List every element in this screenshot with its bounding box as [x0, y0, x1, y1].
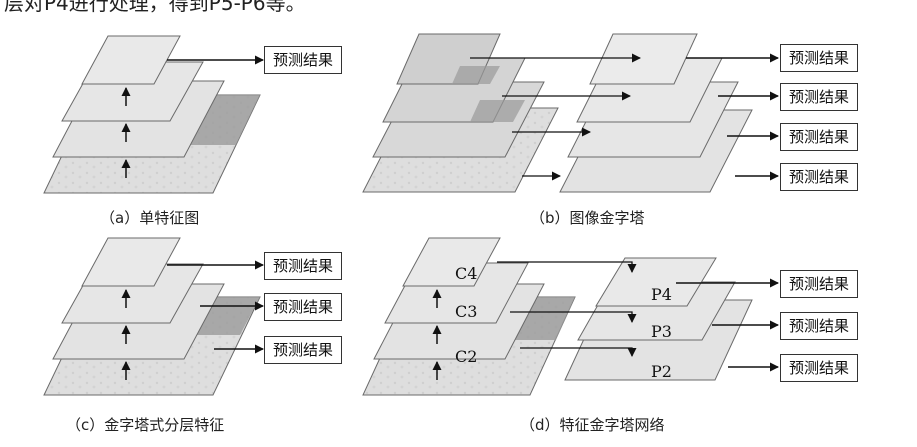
panel-b-prediction-4: 预测结果 [780, 163, 859, 191]
panel-c-plane-1 [81, 237, 181, 287]
top-cut-text: 层对P4进行处理，得到P5-P6等。 [0, 0, 917, 22]
panel-d-lateral-1 [497, 261, 637, 273]
panel-b-feature-stack [559, 33, 753, 193]
panel-b-prediction-1: 预测结果 [780, 44, 859, 72]
panel-d-label-c4: C4 [455, 264, 478, 283]
panel-d-prediction-2: 预测结果 [780, 312, 859, 340]
panel-c-prediction-2: 预测结果 [264, 293, 343, 321]
panel-c-prediction-1: 预测结果 [264, 252, 343, 280]
panel-b-shaded-2 [470, 100, 525, 122]
panel-b-feature-1 [589, 33, 698, 85]
panel-d-caption: （d）特征金字塔网络 [520, 416, 665, 434]
panel-d-label-c2: C2 [455, 347, 478, 366]
panel-b-image-stack [362, 33, 559, 193]
top-text: 层对P4进行处理，得到P5-P6等。 [4, 0, 306, 15]
panel-d-prediction-1: 预测结果 [780, 270, 859, 298]
panel-b-shaded-1 [452, 66, 500, 84]
panel-d-top-down-stack [564, 257, 753, 381]
panel-b-prediction-2: 预测结果 [780, 83, 859, 111]
panel-a-stack [43, 35, 261, 194]
panel-c-caption: （c）金字塔式分层特征 [66, 416, 225, 434]
panel-d-bottom-up-stack [362, 237, 576, 396]
panel-a-prediction-1: 预测结果 [264, 46, 343, 74]
panel-c-stack [43, 237, 261, 396]
panel-d-lateral-3 [520, 347, 637, 357]
panel-d-label-p2: P2 [651, 362, 672, 381]
panel-d-lateral-2 [510, 311, 637, 323]
panel-d-label-c3: C3 [455, 302, 478, 321]
panel-b-prediction-3: 预测结果 [780, 123, 859, 151]
panel-b-caption: （b）图像金字塔 [530, 209, 645, 227]
panel-d-prediction-3: 预测结果 [780, 354, 859, 382]
panel-d-label-p4: P4 [651, 285, 672, 304]
panel-d-c-plane-1 [402, 237, 501, 287]
panel-c-prediction-3: 预测结果 [264, 336, 343, 364]
panel-a-caption: （a）单特征图 [100, 209, 200, 227]
panel-a-plane-1 [81, 35, 181, 85]
panel-d-label-p3: P3 [651, 322, 672, 341]
panel-d-p-plane-1 [595, 257, 717, 307]
